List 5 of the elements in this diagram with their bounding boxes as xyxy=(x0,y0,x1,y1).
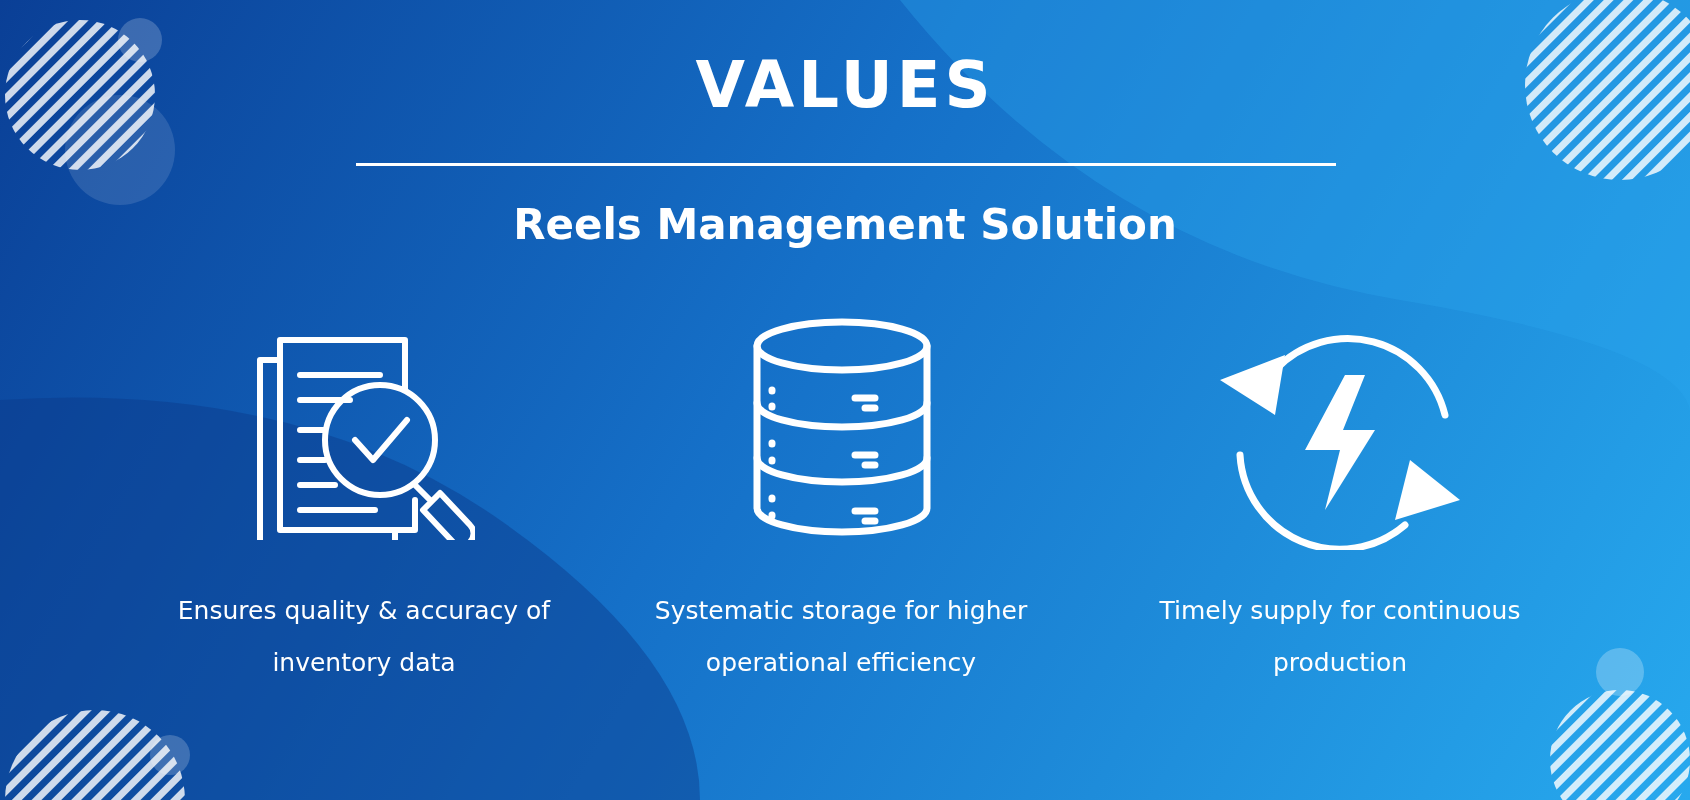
value-description: Systematic storage for higher operational efficiency xyxy=(653,595,1029,679)
value-description: Timely supply for continuous production xyxy=(1158,595,1522,679)
title: VALUES xyxy=(694,48,996,122)
subtitle: Reels Management Solution xyxy=(512,200,1178,249)
value-description: Ensures quality & accuracy of inventory data xyxy=(176,595,552,679)
